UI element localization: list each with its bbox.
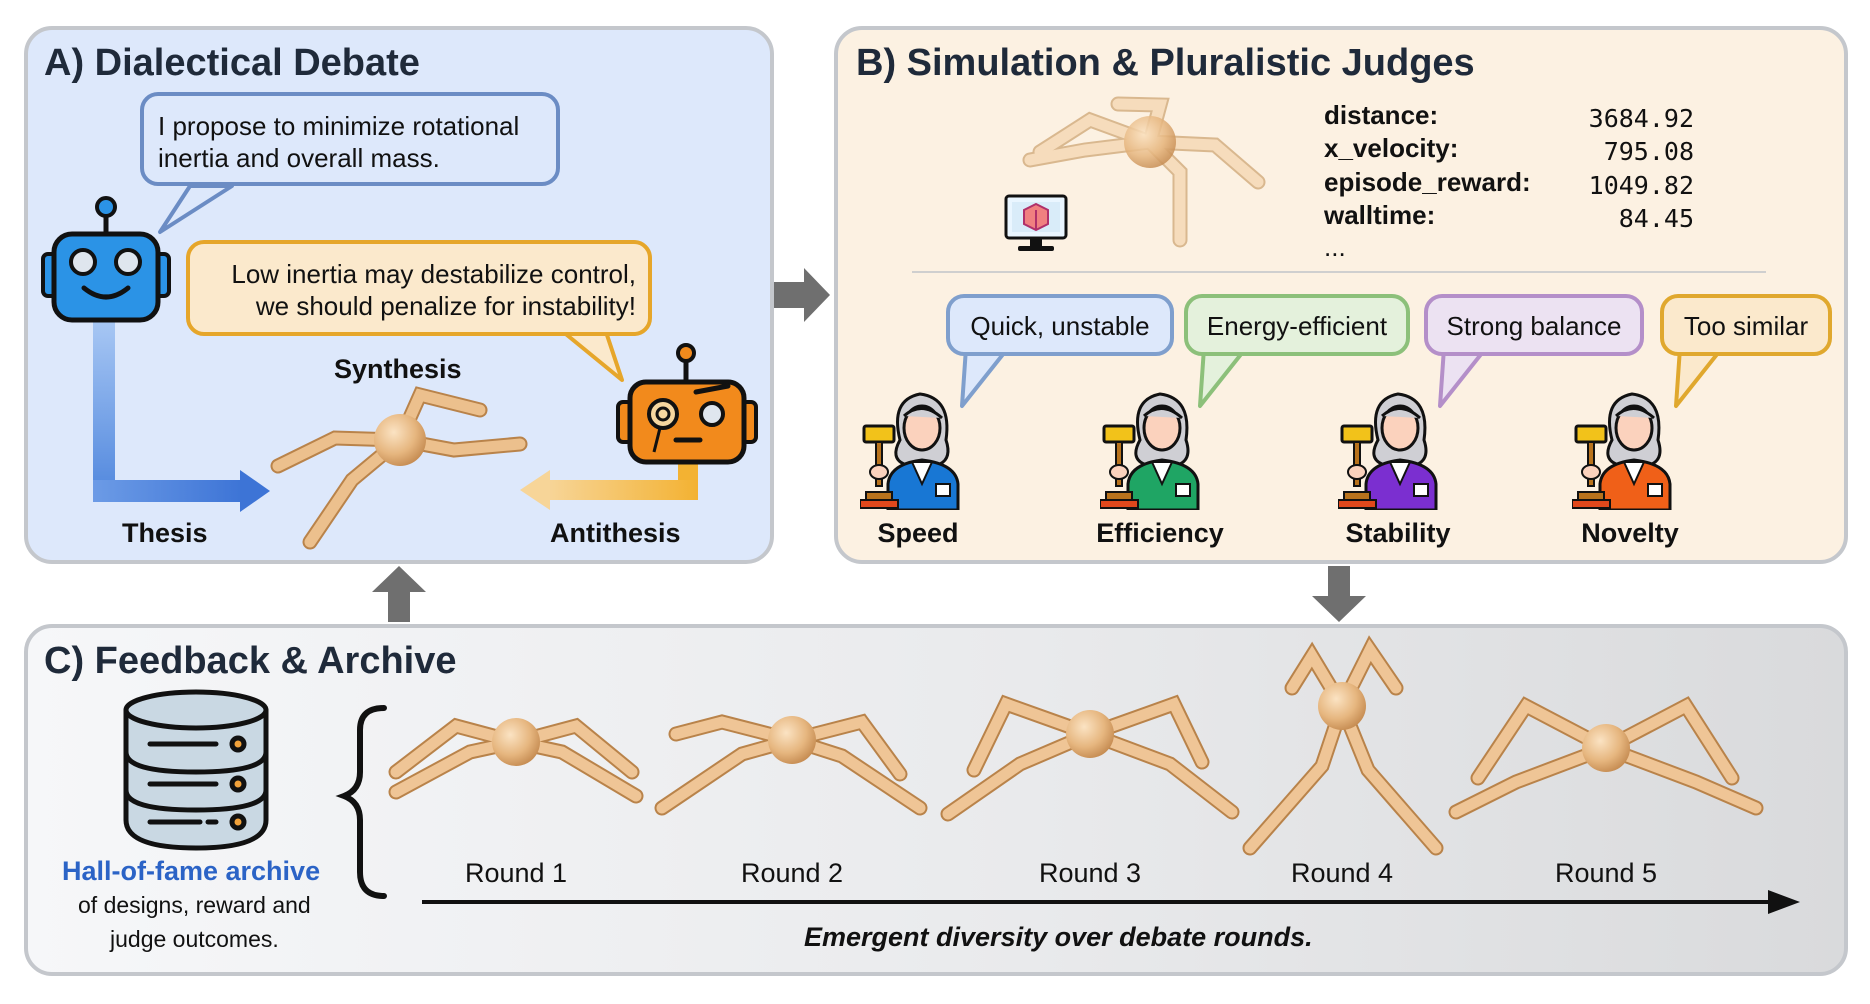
- judge-comment-bubble-efficiency: Energy-efficient: [1184, 294, 1410, 356]
- robot-antithesis-icon: [616, 343, 758, 465]
- round-creatures: [388, 635, 1764, 856]
- metric-episode-reward-key: episode_reward:: [1324, 167, 1531, 197]
- metric-episode-reward-value: 1049.82: [1588, 171, 1694, 200]
- judge-icon: [1100, 392, 1200, 510]
- diversity-caption: Emergent diversity over debate rounds.: [804, 922, 1313, 952]
- judge-label-speed: Speed: [877, 518, 959, 548]
- arrow-b-to-c: [1312, 566, 1366, 622]
- round-creature: [388, 717, 644, 804]
- archive-desc-line1: of designs, reward and: [78, 892, 311, 918]
- antithesis-speech-bubble: Low inertia may destabilize control, we …: [186, 240, 652, 336]
- judge-comment-bubble-novelty: Too similar: [1660, 294, 1832, 356]
- metric-x-velocity-value: 795.08: [1603, 137, 1694, 166]
- metric-distance-value: 3684.92: [1588, 104, 1694, 133]
- round-creature: [1242, 635, 1444, 856]
- metric-walltime-key: walltime:: [1324, 200, 1436, 230]
- judge-icon: [1572, 392, 1672, 510]
- round-label-1: Round 1: [464, 858, 568, 888]
- archive-desc-line2: judge outcomes.: [110, 926, 279, 952]
- metrics-ellipsis: ...: [1324, 232, 1346, 262]
- metric-distance-key: distance:: [1324, 100, 1439, 130]
- curly-brace: [335, 705, 387, 899]
- judge-icon: [860, 392, 960, 510]
- simulated-robot: [1022, 96, 1266, 248]
- round-creature: [940, 694, 1240, 822]
- thesis-label: Thesis: [122, 518, 208, 548]
- round-label-5: Round 5: [1554, 858, 1658, 888]
- round-label-4: Round 4: [1290, 858, 1394, 888]
- synthesis-creature: [270, 386, 528, 550]
- arrow-c-to-a: [372, 566, 426, 622]
- database-icon: [123, 689, 269, 851]
- thesis-bubble-tail: [158, 184, 234, 234]
- round-label-2: Round 2: [740, 858, 844, 888]
- judge-label-stability: Stability: [1345, 518, 1451, 548]
- round-creature: [654, 713, 928, 816]
- judge-comment-bubble-stability: Strong balance: [1424, 294, 1644, 356]
- metric-x-velocity-key: x_velocity:: [1324, 133, 1459, 163]
- synthesis-label: Synthesis: [334, 354, 462, 384]
- antithesis-arrow: [520, 460, 698, 510]
- metric-walltime-value: 84.45: [1618, 204, 1694, 233]
- arrow-a-to-b: [774, 268, 830, 322]
- panel-a-title: A) Dialectical Debate: [44, 42, 420, 84]
- panel-c-title: C) Feedback & Archive: [44, 640, 457, 682]
- judge-label-efficiency: Efficiency: [1096, 518, 1224, 548]
- judge-icon: [1338, 392, 1438, 510]
- archive-title: Hall-of-fame archive: [62, 856, 321, 886]
- monitor-icon: [1004, 194, 1068, 251]
- judge-comment-bubble-speed: Quick, unstable: [946, 294, 1174, 356]
- robot-thesis-icon: [41, 196, 171, 323]
- judge-label-novelty: Novelty: [1581, 518, 1679, 548]
- thesis-speech-bubble: I propose to minimize rotational inertia…: [140, 92, 560, 186]
- thesis-arrow: [93, 318, 270, 512]
- panel-b-title: B) Simulation & Pluralistic Judges: [856, 42, 1475, 84]
- round-label-3: Round 3: [1038, 858, 1142, 888]
- round-creature: [1448, 696, 1764, 820]
- panel-feedback-archive: [24, 624, 1848, 976]
- antithesis-label: Antithesis: [550, 518, 681, 548]
